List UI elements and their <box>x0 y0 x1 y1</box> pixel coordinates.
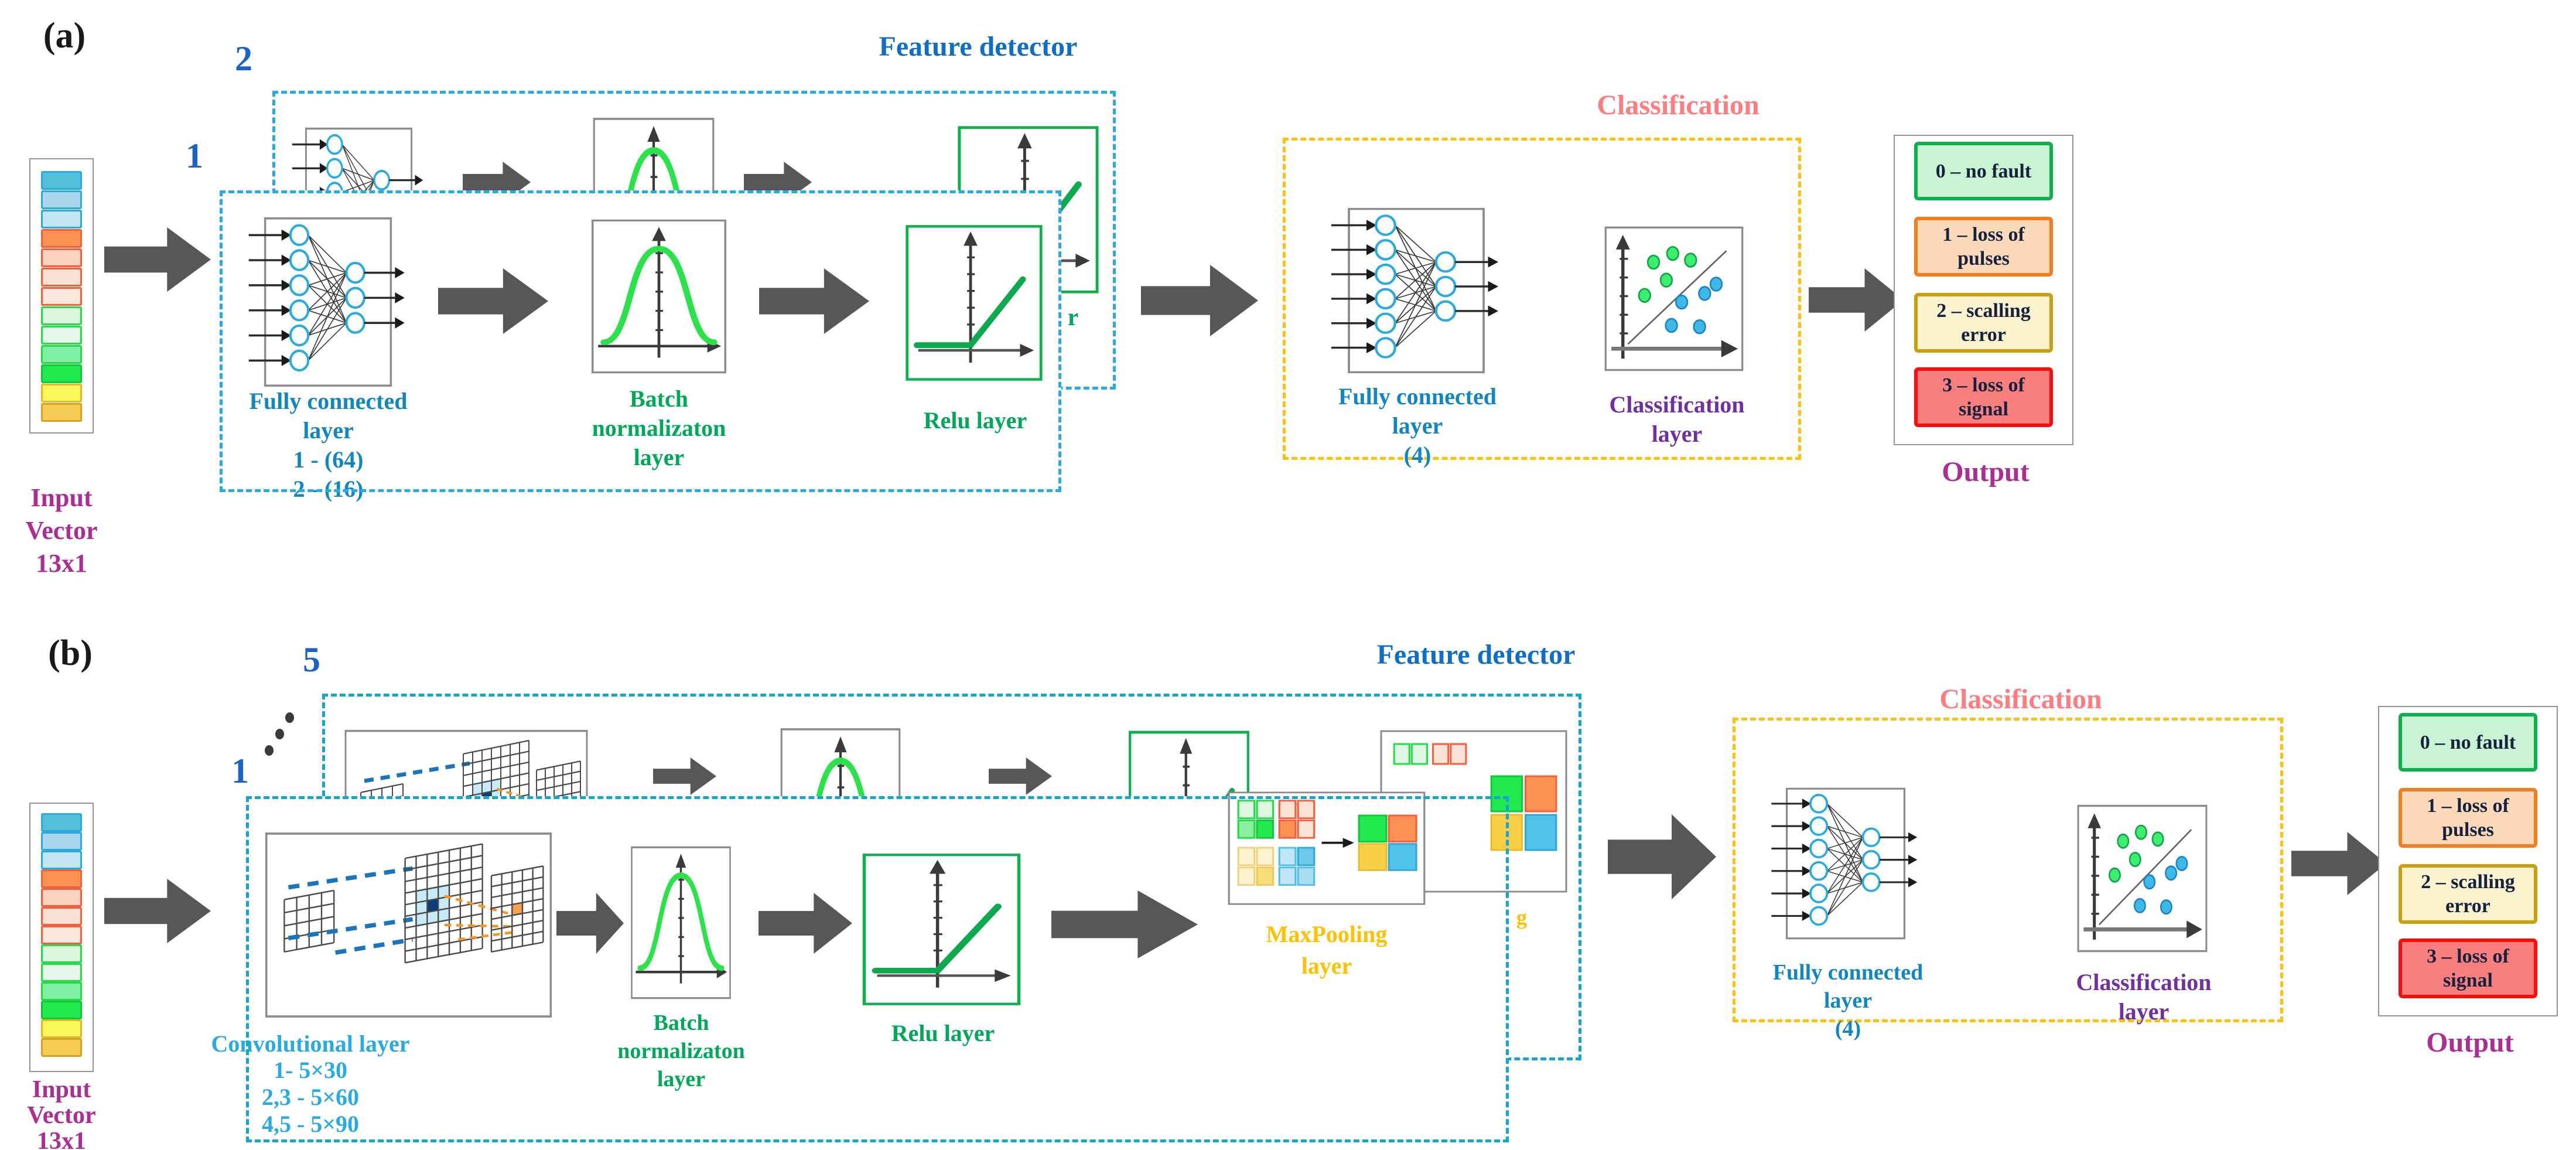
copy-number-5: 5 <box>303 640 320 679</box>
input-vector-label-b: Input Vector 13x1 <box>27 1076 96 1150</box>
batch-norm-label-b: Batch normalizaton layer <box>617 1011 745 1091</box>
relu-label-b: Relu layer <box>891 1020 995 1046</box>
input-cell <box>41 982 82 1001</box>
scatter-plot-icon <box>2076 804 2208 953</box>
input-cell <box>41 963 82 982</box>
feature-detector-title-a: Feature detector <box>879 31 1078 62</box>
input-cell <box>41 851 82 869</box>
fully-connected-4-label-a: Fully connected layer (4) <box>1338 383 1497 468</box>
feature-detector-box-front-b <box>246 796 1509 1142</box>
input-cell <box>41 248 82 267</box>
flow-arrow-icon <box>1141 265 1258 336</box>
input-cell <box>41 287 82 306</box>
fully-connected-icon <box>1328 206 1504 375</box>
maxpool-label-b: MaxPooling layer <box>1266 921 1388 979</box>
flow-arrow-icon <box>1809 268 1904 332</box>
batch-norm-label-a: Batch normalizaton layer <box>592 385 726 470</box>
feature-detector-title-b: Feature detector <box>1376 639 1576 670</box>
feature-detector-box-front-a <box>220 190 1061 492</box>
fully-connected-icon <box>1769 786 1922 941</box>
input-cell <box>41 926 82 944</box>
copy-number-1b: 1 <box>231 752 249 790</box>
input-cell <box>41 364 82 383</box>
fully-connected-layer-label-a: Fully connected layer 1 - (64) 2 - (16) <box>249 388 408 502</box>
flow-arrow-icon <box>989 757 1052 795</box>
conv-layer-sizes-b: 1- 5×30 2,3 - 5×60 4,5 - 5×90 <box>261 1057 360 1137</box>
copy-number-2: 2 <box>235 39 252 78</box>
input-cell <box>41 306 82 325</box>
input-vector-label-a: Input Vector 13x1 <box>25 483 98 578</box>
output-label-a: Output <box>1942 456 2030 487</box>
conv-layer-label-b: Convolutional layer <box>211 1030 410 1057</box>
classification-layer-label-b: Classification layer <box>2076 969 2212 1025</box>
flow-arrow-icon <box>653 757 716 795</box>
ellipsis-dot <box>275 729 284 739</box>
input-cell <box>41 813 82 832</box>
input-cell <box>41 229 82 248</box>
fully-connected-4-label-b: Fully connected layer (4) <box>1772 960 1924 1041</box>
flow-arrow-icon <box>104 879 211 943</box>
panel-a-label: (a) <box>43 16 86 56</box>
input-cell <box>41 345 82 364</box>
output-class-0: 0 – no fault <box>1914 142 2053 200</box>
input-cell <box>41 403 82 422</box>
relu-label-a: Relu layer <box>923 407 1027 434</box>
flow-arrow-icon <box>104 227 211 292</box>
output-class-0: 0 – no fault <box>2399 713 2537 772</box>
input-cell <box>41 326 82 344</box>
input-cell <box>41 190 82 209</box>
ellipsis-dot <box>265 745 274 756</box>
input-cell <box>41 907 82 926</box>
input-cell <box>41 210 82 228</box>
input-cell <box>41 1001 82 1019</box>
maxpool-label-peek: g <box>1516 906 1527 929</box>
classification-layer-label-a: Classification layer <box>1609 391 1745 447</box>
input-cell <box>41 384 82 402</box>
input-cell <box>41 888 82 907</box>
input-cell <box>41 869 82 888</box>
classification-box-b <box>1733 718 2283 1022</box>
input-cell <box>41 1038 82 1057</box>
input-cell <box>41 1019 82 1038</box>
classification-box-a <box>1283 138 1801 460</box>
input-cell <box>41 944 82 963</box>
flow-arrow-icon <box>1608 814 1716 899</box>
scatter-plot-icon <box>1604 226 1744 372</box>
output-label-b: Output <box>2426 1027 2514 1058</box>
panel-b-label: (b) <box>48 633 93 673</box>
classification-title-b: Classification <box>1939 684 2102 715</box>
ellipsis-dot <box>285 712 294 723</box>
copy-number-1: 1 <box>186 137 203 175</box>
input-cell <box>41 171 82 190</box>
classification-title-a: Classification <box>1597 90 1760 121</box>
input-cell <box>41 268 82 286</box>
relu-label-peek: r <box>1067 304 1079 331</box>
input-cell <box>41 832 82 851</box>
flow-arrow-icon <box>2291 832 2386 895</box>
